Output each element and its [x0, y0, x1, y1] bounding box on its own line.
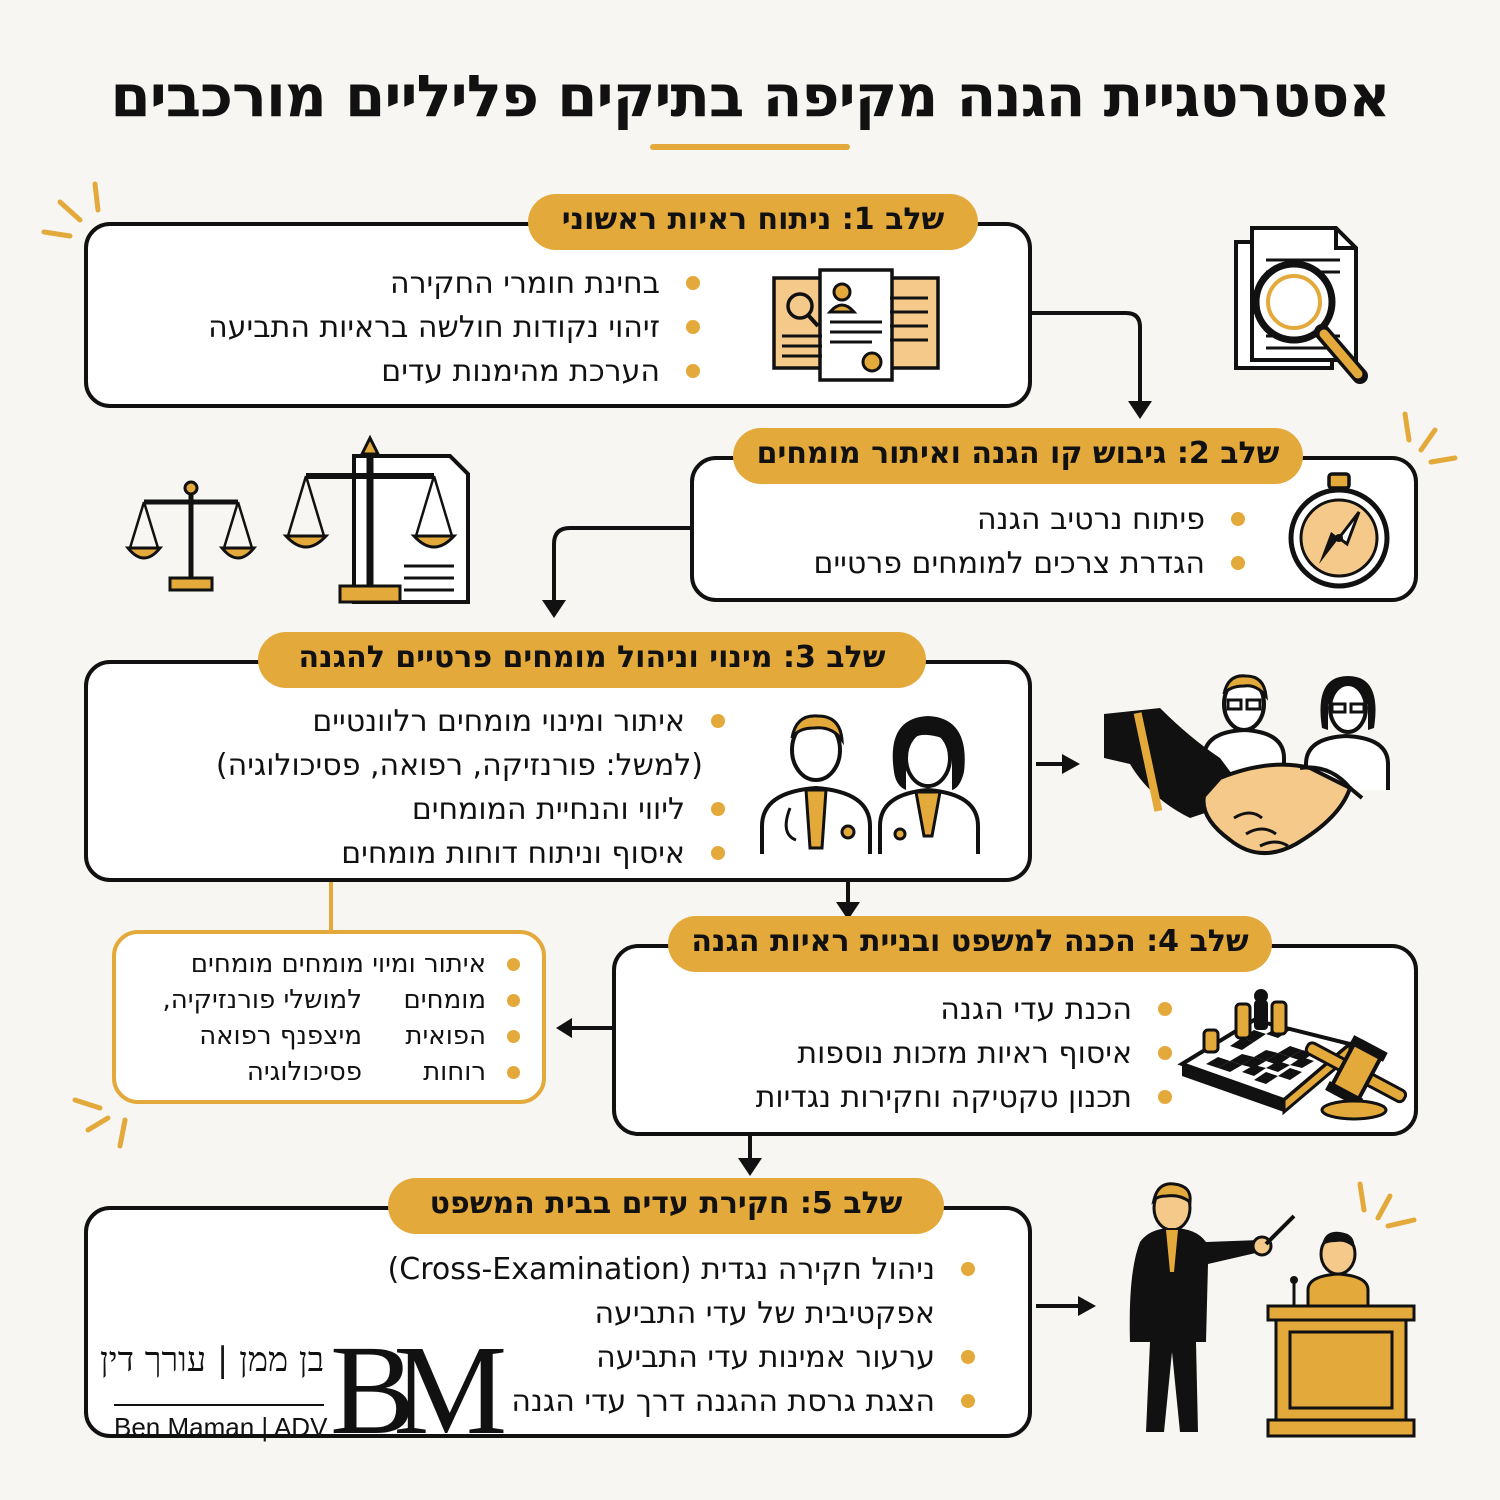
list-item: (למשל: פורנזיקה, רפואה, פסיכולוגיה): [215, 748, 703, 783]
magnifier-documents-icon: [1234, 226, 1368, 384]
flow-arrow: [542, 526, 692, 618]
flow-arrow: [1032, 311, 1152, 419]
flow-arrow: [1036, 1296, 1096, 1316]
compass-icon: [1288, 472, 1390, 589]
stage-5-list: ניהול חקירה נגדית (Cross-Examination) אפ…: [315, 1248, 975, 1424]
sparkle-icon: [1357, 1181, 1417, 1229]
flow-arrow: [738, 1136, 762, 1176]
courtroom-icon: [1129, 1182, 1416, 1438]
flow-arrow: [556, 1018, 614, 1038]
sparkle-icon: [72, 1097, 128, 1149]
list-item: ליווי והנחיית המומחים: [165, 788, 725, 832]
list-item: מומחים: [191, 982, 521, 1018]
stage-3-label: שלב 3: מינוי וניהול מומחים פרטיים להגנה: [258, 632, 926, 688]
list-item: ניהול חקירה נגדית (Cross-Examination): [315, 1248, 975, 1292]
flow-arrow: [836, 882, 860, 920]
list-item: תכנון טקטיקה וחקירות נגדיות: [632, 1076, 1172, 1120]
list-item: הפואית: [191, 1018, 521, 1054]
list-item-text: פסיכולוגיה: [246, 1057, 362, 1087]
scales-documents-icon: [282, 434, 470, 604]
stage-3-box: [84, 660, 1032, 882]
stage-2-label: שלב 2: גיבוש קו הגנה ואיתור מומחים: [733, 428, 1303, 484]
list-item: אפקטיבית של עדי התביעה: [594, 1296, 935, 1331]
list-item: איתור ומינוי מומחים רלוונטיים: [165, 700, 725, 744]
list-item: איתור ומיוי מומחים מומחים: [191, 946, 521, 982]
logo-hebrew: בן ממן | עורך דין: [100, 1340, 324, 1380]
handshake-experts-icon: [1104, 674, 1390, 856]
scales-of-justice-icon: [124, 480, 258, 592]
stage-2-list: פיתוח נרטיב הגנה הגדרת צרכים למומחים פרט…: [785, 498, 1245, 586]
stage-1-list: בחינת חומרי החקירה זיהוי נקודות חולשה בר…: [140, 262, 700, 394]
stage-4-list: הכנת עדי הגנה איסוף ראיות מזכות נוספות ת…: [632, 988, 1172, 1120]
doctors-icon: [760, 714, 980, 854]
side-box-list-left: למושלי פורנזיקיה, מיצפנף רפואה פסיכולוגי…: [162, 982, 362, 1090]
list-item: פיתוח נרטיב הגנה: [785, 498, 1245, 542]
logo-monogram: BM: [330, 1319, 507, 1461]
title-underline: [650, 144, 850, 150]
documents-icon: [772, 268, 940, 382]
connector-line: [329, 882, 333, 932]
page-title: אסטרטגיית הגנה מקיפה בתיקים פליליים מורכ…: [110, 62, 1390, 130]
chess-gavel-icon: [1177, 989, 1408, 1121]
list-item: הכנת עדי הגנה: [632, 988, 1172, 1032]
list-item-text: למושלי פורנזיקיה,: [162, 985, 362, 1015]
list-item: הגדרת צרכים למומחים פרטיים: [785, 542, 1245, 586]
stage-1-label: שלב 1: ניתוח ראיות ראשוני: [528, 194, 978, 250]
list-item: רוחות: [191, 1054, 521, 1090]
list-item: הצגת גרסת ההגנה דרך עדי הגנה: [315, 1380, 975, 1424]
logo-english: Ben Maman | ADV: [114, 1412, 328, 1442]
experts-side-box: [112, 930, 546, 1104]
list-item: איסוף ראיות מזכות נוספות: [632, 1032, 1172, 1076]
list-item: ערעור אמינות עדי התביעה: [315, 1336, 975, 1380]
list-item: הערכת מהימנות עדים: [140, 350, 700, 394]
flow-arrow: [1036, 754, 1080, 774]
stage-4-label: שלב 4: הכנה למשפט ובניית ראיות הגנה: [668, 916, 1272, 972]
list-item: בחינת חומרי החקירה: [140, 262, 700, 306]
list-item-text: מיצפנף רפואה: [199, 1021, 362, 1051]
sparkle-icon: [1402, 411, 1458, 465]
sparkle-icon: [41, 181, 101, 239]
side-box-list-right: איתור ומיוי מומחים מומחים מומחים הפואית …: [191, 946, 521, 1090]
logo-divider: [114, 1404, 324, 1406]
stage-5-label: שלב 5: חקירת עדים בבית המשפט: [388, 1178, 944, 1234]
list-item: זיהוי נקודות חולשה בראיות התביעה: [140, 306, 700, 350]
list-item: איסוף וניתוח דוחות מומחים: [165, 832, 725, 876]
stage-3-list: איתור ומינוי מומחים רלוונטיים (למשל: פור…: [165, 700, 725, 876]
